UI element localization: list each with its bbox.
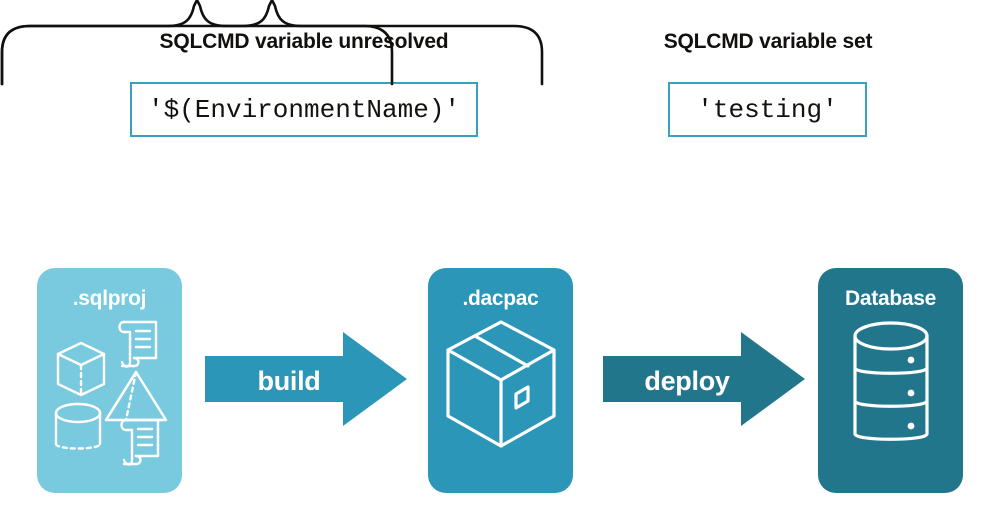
sqlproj-objects-group: [54, 320, 167, 466]
value-box-testing: 'testing': [668, 82, 867, 137]
node-database-artwork: [818, 316, 963, 466]
node-database-label: Database: [845, 287, 936, 310]
curly-brace-up-icon: [0, 0, 394, 86]
node-dacpac-artwork: [428, 316, 573, 466]
arrow-build[interactable]: build: [205, 332, 407, 431]
node-sqlproj[interactable]: .sqlproj: [37, 268, 182, 493]
arrow-deploy[interactable]: deploy: [603, 332, 805, 431]
pyramid-icon: [104, 370, 167, 422]
node-dacpac-label: .dacpac: [462, 287, 539, 310]
block-arrow-right-icon: [603, 332, 805, 426]
node-sqlproj-artwork: [37, 316, 182, 476]
value-box-environment-name: '$(EnvironmentName)': [130, 82, 478, 137]
heading-sqlcmd-variable-unresolved: SQLCMD variable unresolved: [159, 30, 449, 53]
script-icon: [117, 320, 157, 368]
heading-sqlcmd-variable-set: SQLCMD variable set: [663, 30, 873, 53]
node-database[interactable]: Database: [818, 268, 963, 493]
block-arrow-right-icon: [205, 332, 407, 426]
cube-icon: [56, 341, 105, 397]
script-icon: [119, 418, 159, 466]
node-dacpac[interactable]: .dacpac: [428, 268, 573, 493]
node-sqlproj-label: .sqlproj: [72, 287, 147, 310]
cylinder-icon: [54, 402, 101, 450]
package-box-icon: [445, 320, 556, 448]
database-cylinder-icon: [852, 321, 929, 441]
